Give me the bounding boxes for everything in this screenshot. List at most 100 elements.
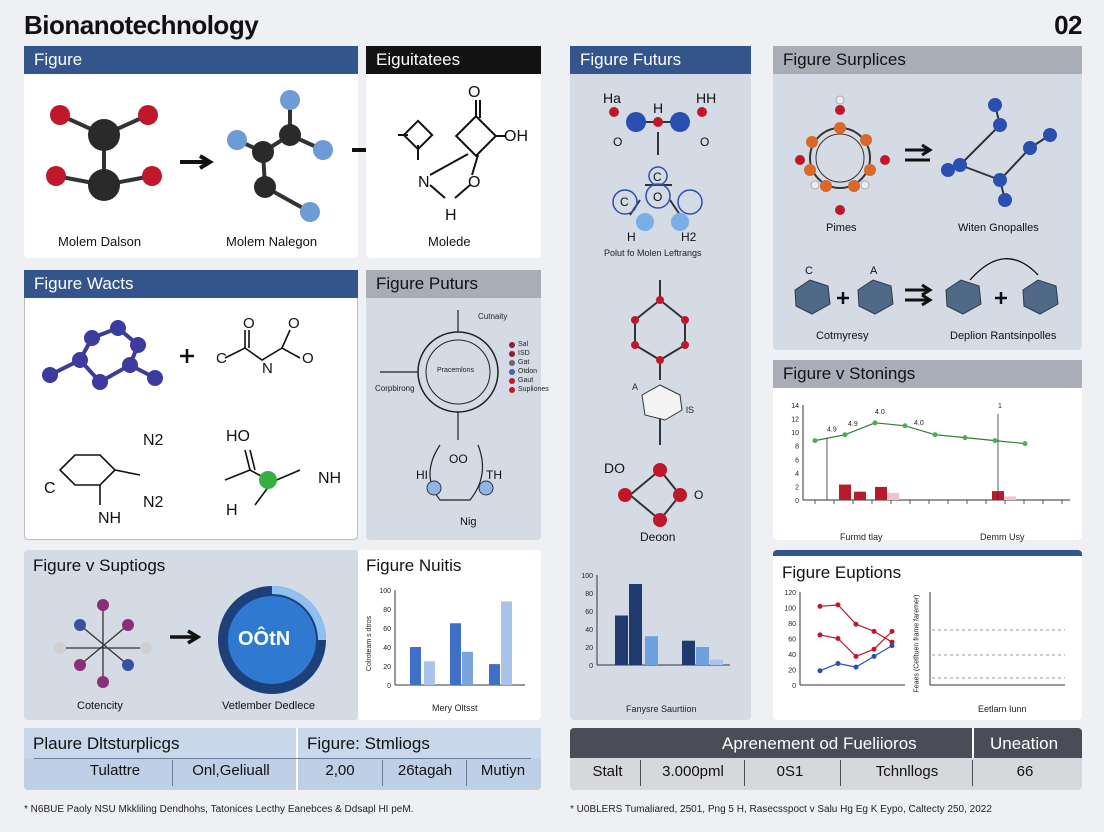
table-right-cell-4: 66 bbox=[1016, 763, 1034, 780]
table-left-divider bbox=[296, 728, 298, 790]
atom-oo: OO bbox=[449, 452, 468, 466]
atom-do: DO bbox=[604, 460, 625, 476]
table-right-sep-4 bbox=[972, 760, 973, 786]
nuitis-bar bbox=[410, 647, 421, 685]
label-polut: Polut fo Molen Leftrangs bbox=[604, 248, 702, 258]
footer-right: * U0BLERS Tumaliared, 2501, Png 5 H, Ras… bbox=[570, 804, 992, 815]
atom-ha: Ha bbox=[603, 90, 621, 106]
nuitis-bar bbox=[489, 664, 500, 685]
stonings-tick-label: 0 bbox=[795, 498, 799, 505]
atom-o-top: O bbox=[468, 84, 481, 101]
stonings-tick-label: 2 bbox=[795, 484, 799, 491]
atom-hh: HH bbox=[696, 90, 717, 106]
label-pracemlons: Pracemlons bbox=[437, 367, 474, 374]
stonings-tick-label: 6 bbox=[795, 457, 799, 464]
label-vetlember: Vetlember Dedlece bbox=[222, 700, 315, 712]
chart-stonings-xlabel-1: Furmd tlay bbox=[840, 532, 883, 542]
badge-text: OÔtN bbox=[238, 628, 291, 650]
stonings-bar bbox=[887, 492, 899, 500]
stonings-bar bbox=[875, 486, 887, 500]
euptions-tick-label: 0 bbox=[792, 683, 796, 690]
atom-n-w: N bbox=[262, 360, 273, 377]
euptions-point bbox=[817, 632, 823, 638]
panel-puturs-title: Figure Puturs bbox=[366, 270, 541, 298]
panel-eiguitatees-title: Eiguitatees bbox=[366, 46, 541, 74]
futurs-bar bbox=[682, 640, 695, 665]
atom-hi: HI bbox=[416, 468, 428, 482]
atom-a: A bbox=[632, 382, 639, 392]
table-right-sep-2 bbox=[744, 760, 745, 786]
label-cotencity: Cotencity bbox=[77, 700, 123, 712]
futurs-bar bbox=[710, 659, 723, 665]
panel-figure-title: Figure bbox=[24, 46, 358, 74]
stonings-annotation: 4.0 bbox=[875, 409, 885, 416]
group-nh-left: NH bbox=[98, 510, 122, 527]
table-right-cell-1: 3.000pml bbox=[662, 763, 724, 780]
atom-oh: OH bbox=[504, 128, 528, 145]
euptions-point bbox=[817, 668, 823, 674]
atom-o-w3: O bbox=[302, 350, 314, 367]
panel-euptions-title: Figure Euptions bbox=[782, 563, 902, 582]
panel-eiguitatees bbox=[366, 46, 541, 258]
euptions-point bbox=[835, 661, 841, 667]
table-right-cell-0: Stalt bbox=[592, 763, 623, 780]
euptions-point bbox=[835, 636, 841, 641]
panel-figure bbox=[24, 46, 358, 258]
euptions-tick-label: 80 bbox=[788, 621, 796, 628]
page-title: Bionanotechnology bbox=[24, 10, 259, 40]
panel-surplices-title: Figure Surplices bbox=[773, 46, 1082, 74]
chart-nuitis-xlabel: Mery Oltsst bbox=[432, 703, 478, 713]
table-left-rule bbox=[34, 758, 531, 759]
nuitis-tick-label: 0 bbox=[387, 683, 391, 690]
futurs-bar bbox=[629, 584, 642, 665]
atom-o-w2: O bbox=[288, 315, 300, 332]
footer-left: * N6BUE Paoly NSU Mkkliling Dendhohs, Ta… bbox=[24, 804, 414, 815]
stonings-point bbox=[1022, 441, 1028, 447]
euptions-point bbox=[853, 653, 859, 659]
legend-0: Sal bbox=[518, 341, 529, 348]
table-left-sep-3 bbox=[466, 760, 467, 786]
stonings-annotation: 4.9 bbox=[827, 427, 837, 434]
stonings-line bbox=[814, 422, 1026, 445]
euptions-tick-label: 120 bbox=[784, 590, 796, 597]
panel-stonings-title: Figure v Stonings bbox=[773, 360, 1082, 388]
atom-o-mid: O bbox=[653, 190, 663, 204]
atom-nig: Nig bbox=[460, 516, 477, 528]
table-left-cell-4: Mutiyn bbox=[480, 762, 526, 779]
panel-suptiogs-title: Figure v Suptiogs bbox=[33, 556, 166, 575]
label-cotmyresy: Cotmyresy bbox=[816, 330, 869, 342]
stonings-point bbox=[902, 423, 908, 429]
panel-euptions bbox=[773, 550, 1082, 720]
group-n2-bottom: N2 bbox=[143, 494, 164, 511]
euptions-tick-label: 20 bbox=[788, 668, 796, 675]
futurs-tick-label: 40 bbox=[585, 627, 593, 634]
euptions-point bbox=[889, 639, 895, 645]
futurs-tick-label: 20 bbox=[585, 645, 593, 652]
table-right-cell-3: Tchnllogs bbox=[875, 763, 939, 780]
table-left-header-1: Plaure Dltsturplicgs bbox=[33, 734, 180, 753]
atom-is: lS bbox=[686, 405, 695, 415]
table-left-cell-1: Onl,Geliuall bbox=[192, 762, 270, 779]
stonings-point bbox=[872, 420, 878, 426]
stonings-bar bbox=[854, 491, 866, 500]
chart-euptions-xlabel: Eetlarn Iunn bbox=[978, 704, 1027, 714]
euptions-tick-label: 40 bbox=[788, 652, 796, 659]
nuitis-bar bbox=[462, 651, 473, 685]
group-n2-top: N2 bbox=[143, 432, 164, 449]
futurs-bar bbox=[615, 615, 628, 665]
page-number: 02 bbox=[1054, 10, 1082, 40]
nuitis-tick-label: 100 bbox=[379, 588, 391, 595]
table-right-sep-3 bbox=[840, 760, 841, 786]
futurs-bar bbox=[696, 647, 709, 665]
euptions-point bbox=[817, 603, 823, 609]
label-cutnaity: Cutnaity bbox=[478, 312, 508, 321]
label-corpbirong: Corpbirong bbox=[375, 384, 415, 393]
euptions-point bbox=[835, 602, 841, 608]
atom-h-w: H bbox=[226, 502, 238, 519]
chart-stonings-xlabel-2: Demm Usy bbox=[980, 532, 1025, 542]
